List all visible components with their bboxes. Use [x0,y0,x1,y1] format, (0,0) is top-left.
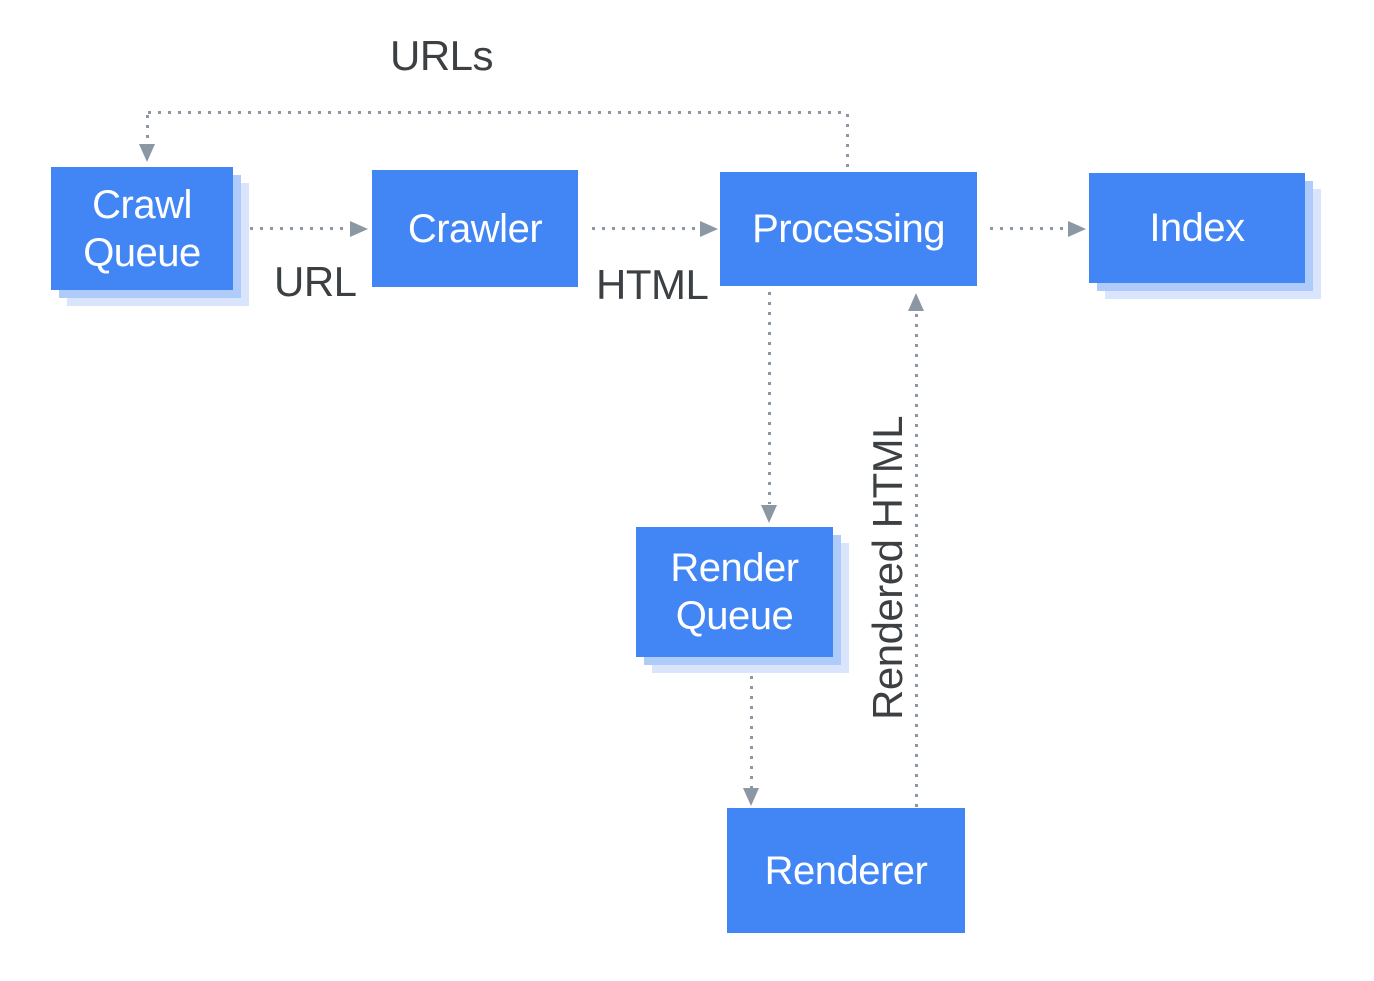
arrowhead-into-render-queue [761,505,777,523]
edge-crawlqueue-to-crawler-line [250,227,350,230]
node-render-queue-label: Render Queue [670,546,799,638]
edge-processing-to-crawlqueue-line-left [146,115,149,143]
arrowhead-into-renderer [743,788,759,806]
node-render-queue: Render Queue [636,527,833,657]
edge-renderer-to-processing-line [915,314,918,808]
node-processing-label: Processing [752,207,945,251]
node-renderer: Renderer [727,808,965,933]
edge-label-url: URL [274,258,357,305]
node-crawler-label: Crawler [407,206,543,251]
node-crawl-queue: Crawl Queue [51,167,233,290]
edge-processing-to-renderqueue-line [768,292,771,504]
edge-renderqueue-to-renderer-line [750,666,753,788]
node-crawl-queue-label: Crawl Queue [83,182,201,275]
edge-label-rendered-html: Rendered HTML [864,416,911,720]
node-index-label: Index [1149,206,1245,250]
edge-label-urls: URLs [390,32,494,79]
edge-processing-to-crawlqueue-line-right [846,114,849,170]
arrowhead-into-index [1068,221,1086,237]
node-index: Index [1089,173,1305,283]
node-processing: Processing [720,172,977,286]
arrowhead-into-crawler [350,221,368,237]
arrowhead-into-crawl-queue [139,144,155,162]
edge-processing-to-crawlqueue-line-horizontal [148,111,848,114]
arrowhead-into-processing-bottom [908,293,924,311]
edge-label-html: HTML [596,261,709,308]
edge-processing-to-index-line [990,227,1068,230]
arrowhead-into-processing [700,221,718,237]
edge-crawler-to-processing-line [592,227,700,230]
node-renderer-label: Renderer [764,848,928,893]
node-crawler: Crawler [372,170,578,287]
